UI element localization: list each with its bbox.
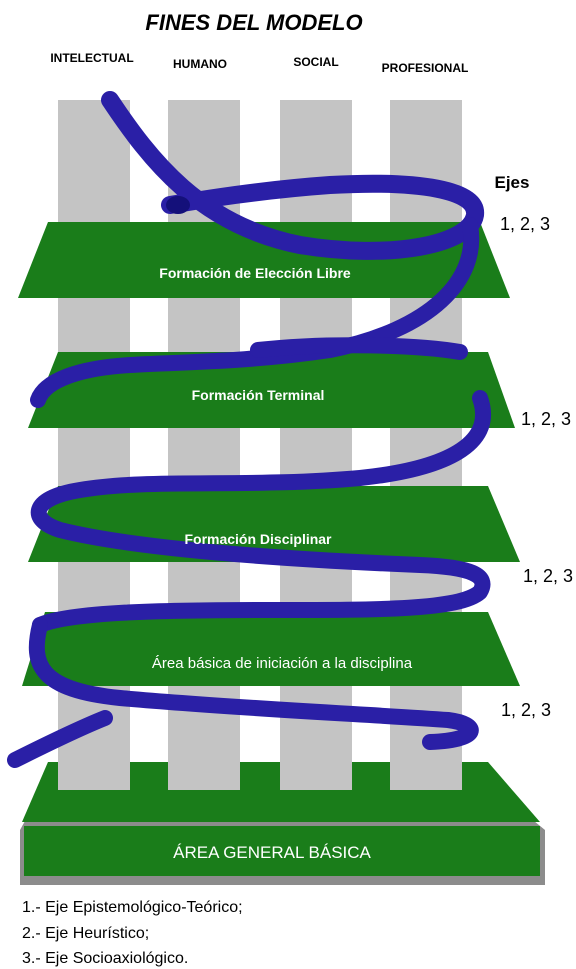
base-area (24, 826, 540, 876)
base-label: ÁREA GENERAL BÁSICA (173, 843, 371, 862)
level-label-disciplinar: Formación Disciplinar (184, 531, 332, 547)
legend-item-2: 2.- Eje Heurístico; (22, 925, 149, 942)
spiral-segment-5 (7, 710, 113, 768)
page-title: FINES DEL MODELO (145, 10, 362, 35)
pillar-profesional (390, 100, 462, 790)
level-axes-basica-iniciacion: 1, 2, 3 (501, 700, 551, 720)
spiral-segment-3 (30, 390, 492, 633)
spiral-ribbon (7, 91, 492, 768)
level-label-terminal: Formación Terminal (192, 387, 325, 403)
platform-eleccion-libre (18, 222, 510, 298)
column-header-profesional: PROFESIONAL (382, 61, 469, 75)
platform-basica-iniciacion (22, 612, 520, 686)
pillars (58, 100, 462, 790)
column-header-intelectual: INTELECTUAL (50, 51, 133, 65)
level-label-eleccion-libre: Formación de Elección Libre (159, 265, 351, 281)
level-axes-disciplinar: 1, 2, 3 (523, 566, 573, 586)
spiral-shadow (166, 196, 190, 214)
level-label-basica-iniciacion: Área básica de iniciación a la disciplin… (152, 655, 413, 672)
spiral-segment-4 (28, 617, 479, 750)
spiral-segment-2 (250, 337, 468, 360)
legend-item-1: 1.- Eje Epistemológico-Teórico; (22, 899, 243, 916)
level-axes-eleccion-libre: 1, 2, 3 (500, 214, 550, 234)
pillar-social (280, 100, 352, 790)
column-header-humano: HUMANO (173, 57, 227, 71)
legend-item-3: 3.- Eje Socioaxiológico. (22, 950, 188, 967)
level-axes-terminal: 1, 2, 3 (521, 409, 571, 429)
column-header-social: SOCIAL (293, 55, 338, 69)
spiral-segment-1 (30, 217, 480, 408)
axes-heading: Ejes (495, 173, 530, 192)
